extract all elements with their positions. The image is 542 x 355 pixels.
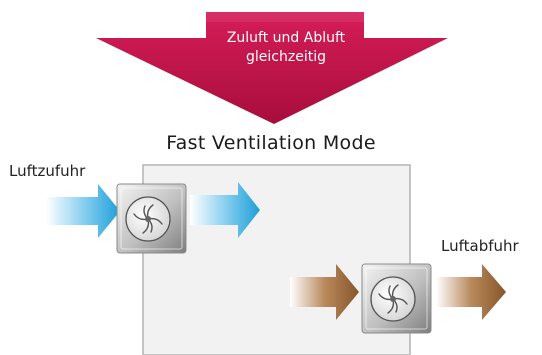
exhaust-label: Luftabfuhr (441, 237, 519, 255)
exhaust-arrow-in (290, 264, 359, 320)
supply-label: Luftzufuhr (9, 162, 86, 180)
exhaust-arrow-out (436, 264, 506, 320)
banner-arrow (96, 12, 448, 124)
banner-label: Zuluft und Abluft gleichzeitig (206, 29, 366, 67)
fan-supply-icon (116, 183, 187, 254)
banner-line-1: Zuluft und Abluft (226, 30, 346, 46)
supply-arrow-in (46, 184, 120, 238)
fan-exhaust-icon (361, 263, 432, 334)
supply-arrow-out (190, 182, 260, 238)
diagram-title: Fast Ventilation Mode (166, 132, 376, 154)
banner-line-2: gleichzeitig (246, 49, 326, 65)
